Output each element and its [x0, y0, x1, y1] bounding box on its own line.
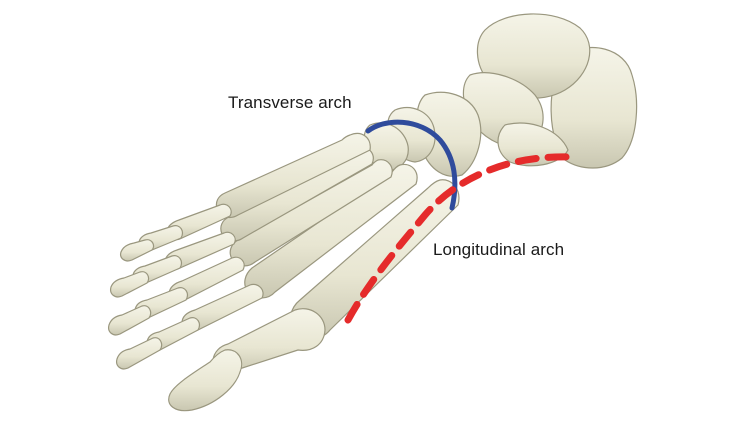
longitudinal-arch-label: Longitudinal arch	[433, 240, 565, 259]
transverse-arch-label: Transverse arch	[228, 93, 352, 112]
transverse-arch-line	[365, 119, 458, 211]
foot-bones	[108, 13, 638, 412]
longitudinal-arch-line	[344, 153, 574, 324]
toe-3-distal-phalanx	[108, 305, 152, 336]
toe-5-distal-phalanx	[120, 239, 155, 262]
toe-4-distal-phalanx	[110, 271, 150, 298]
hallux-distal-phalanx	[168, 349, 243, 412]
toe-2-distal-phalanx	[116, 337, 163, 370]
